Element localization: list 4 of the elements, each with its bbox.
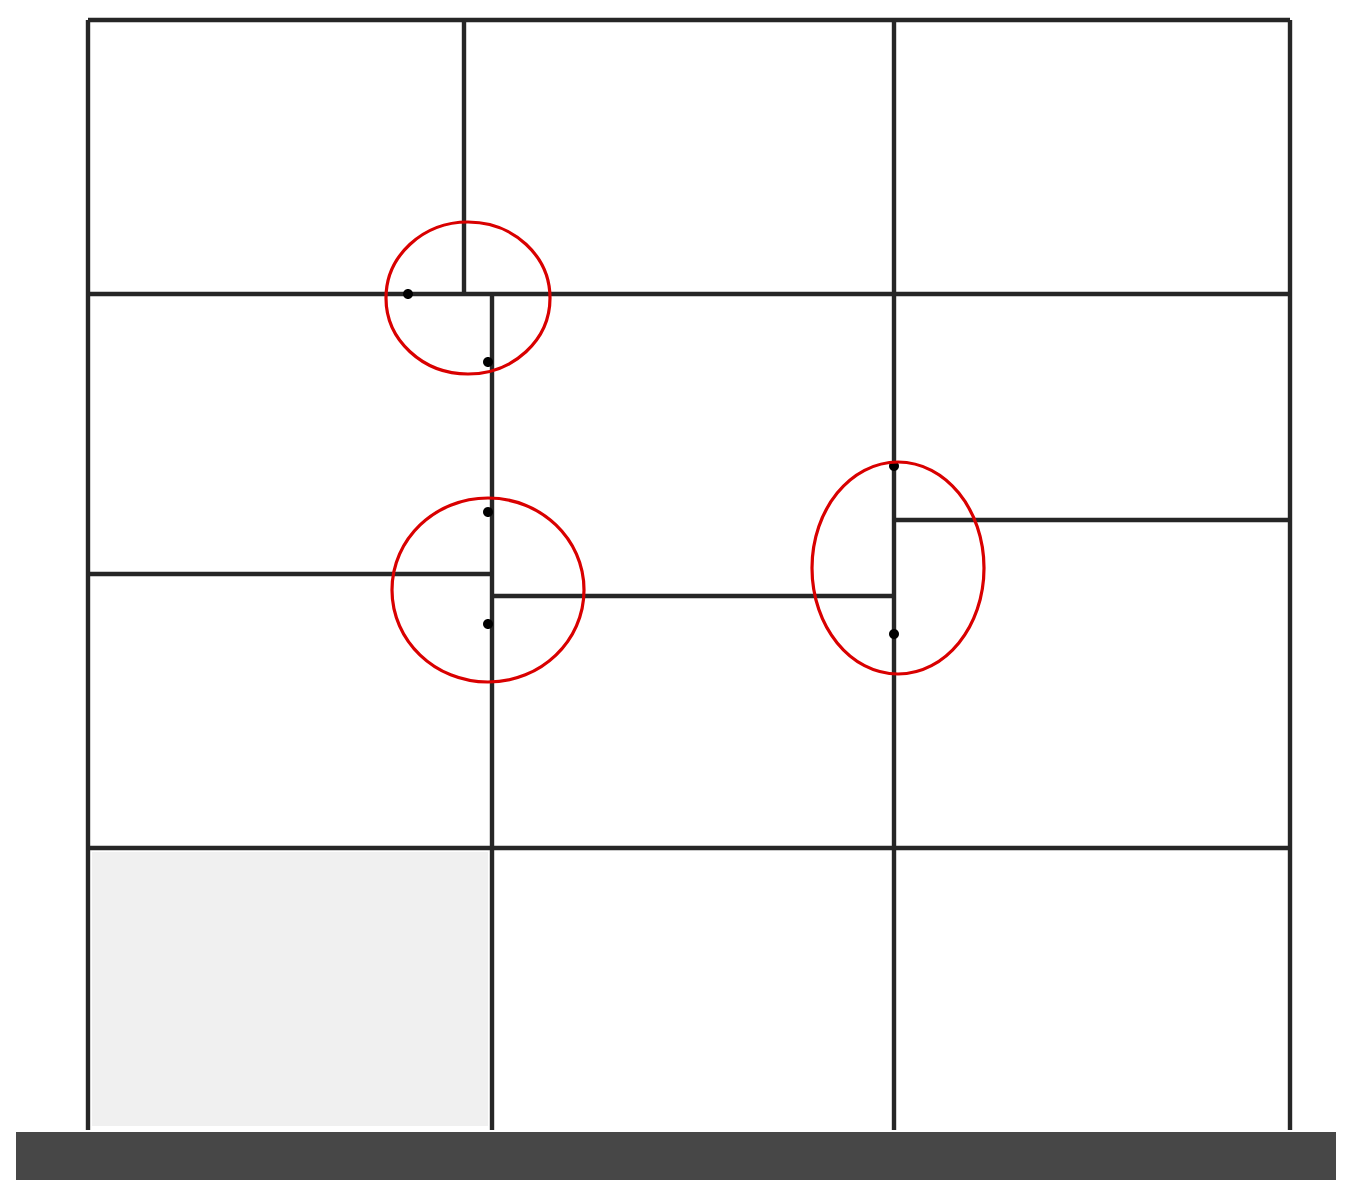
highlight-circle <box>810 460 986 676</box>
highlight-circle <box>390 496 586 684</box>
caption-bar <box>16 1132 1336 1180</box>
highlight-circle <box>384 220 552 376</box>
